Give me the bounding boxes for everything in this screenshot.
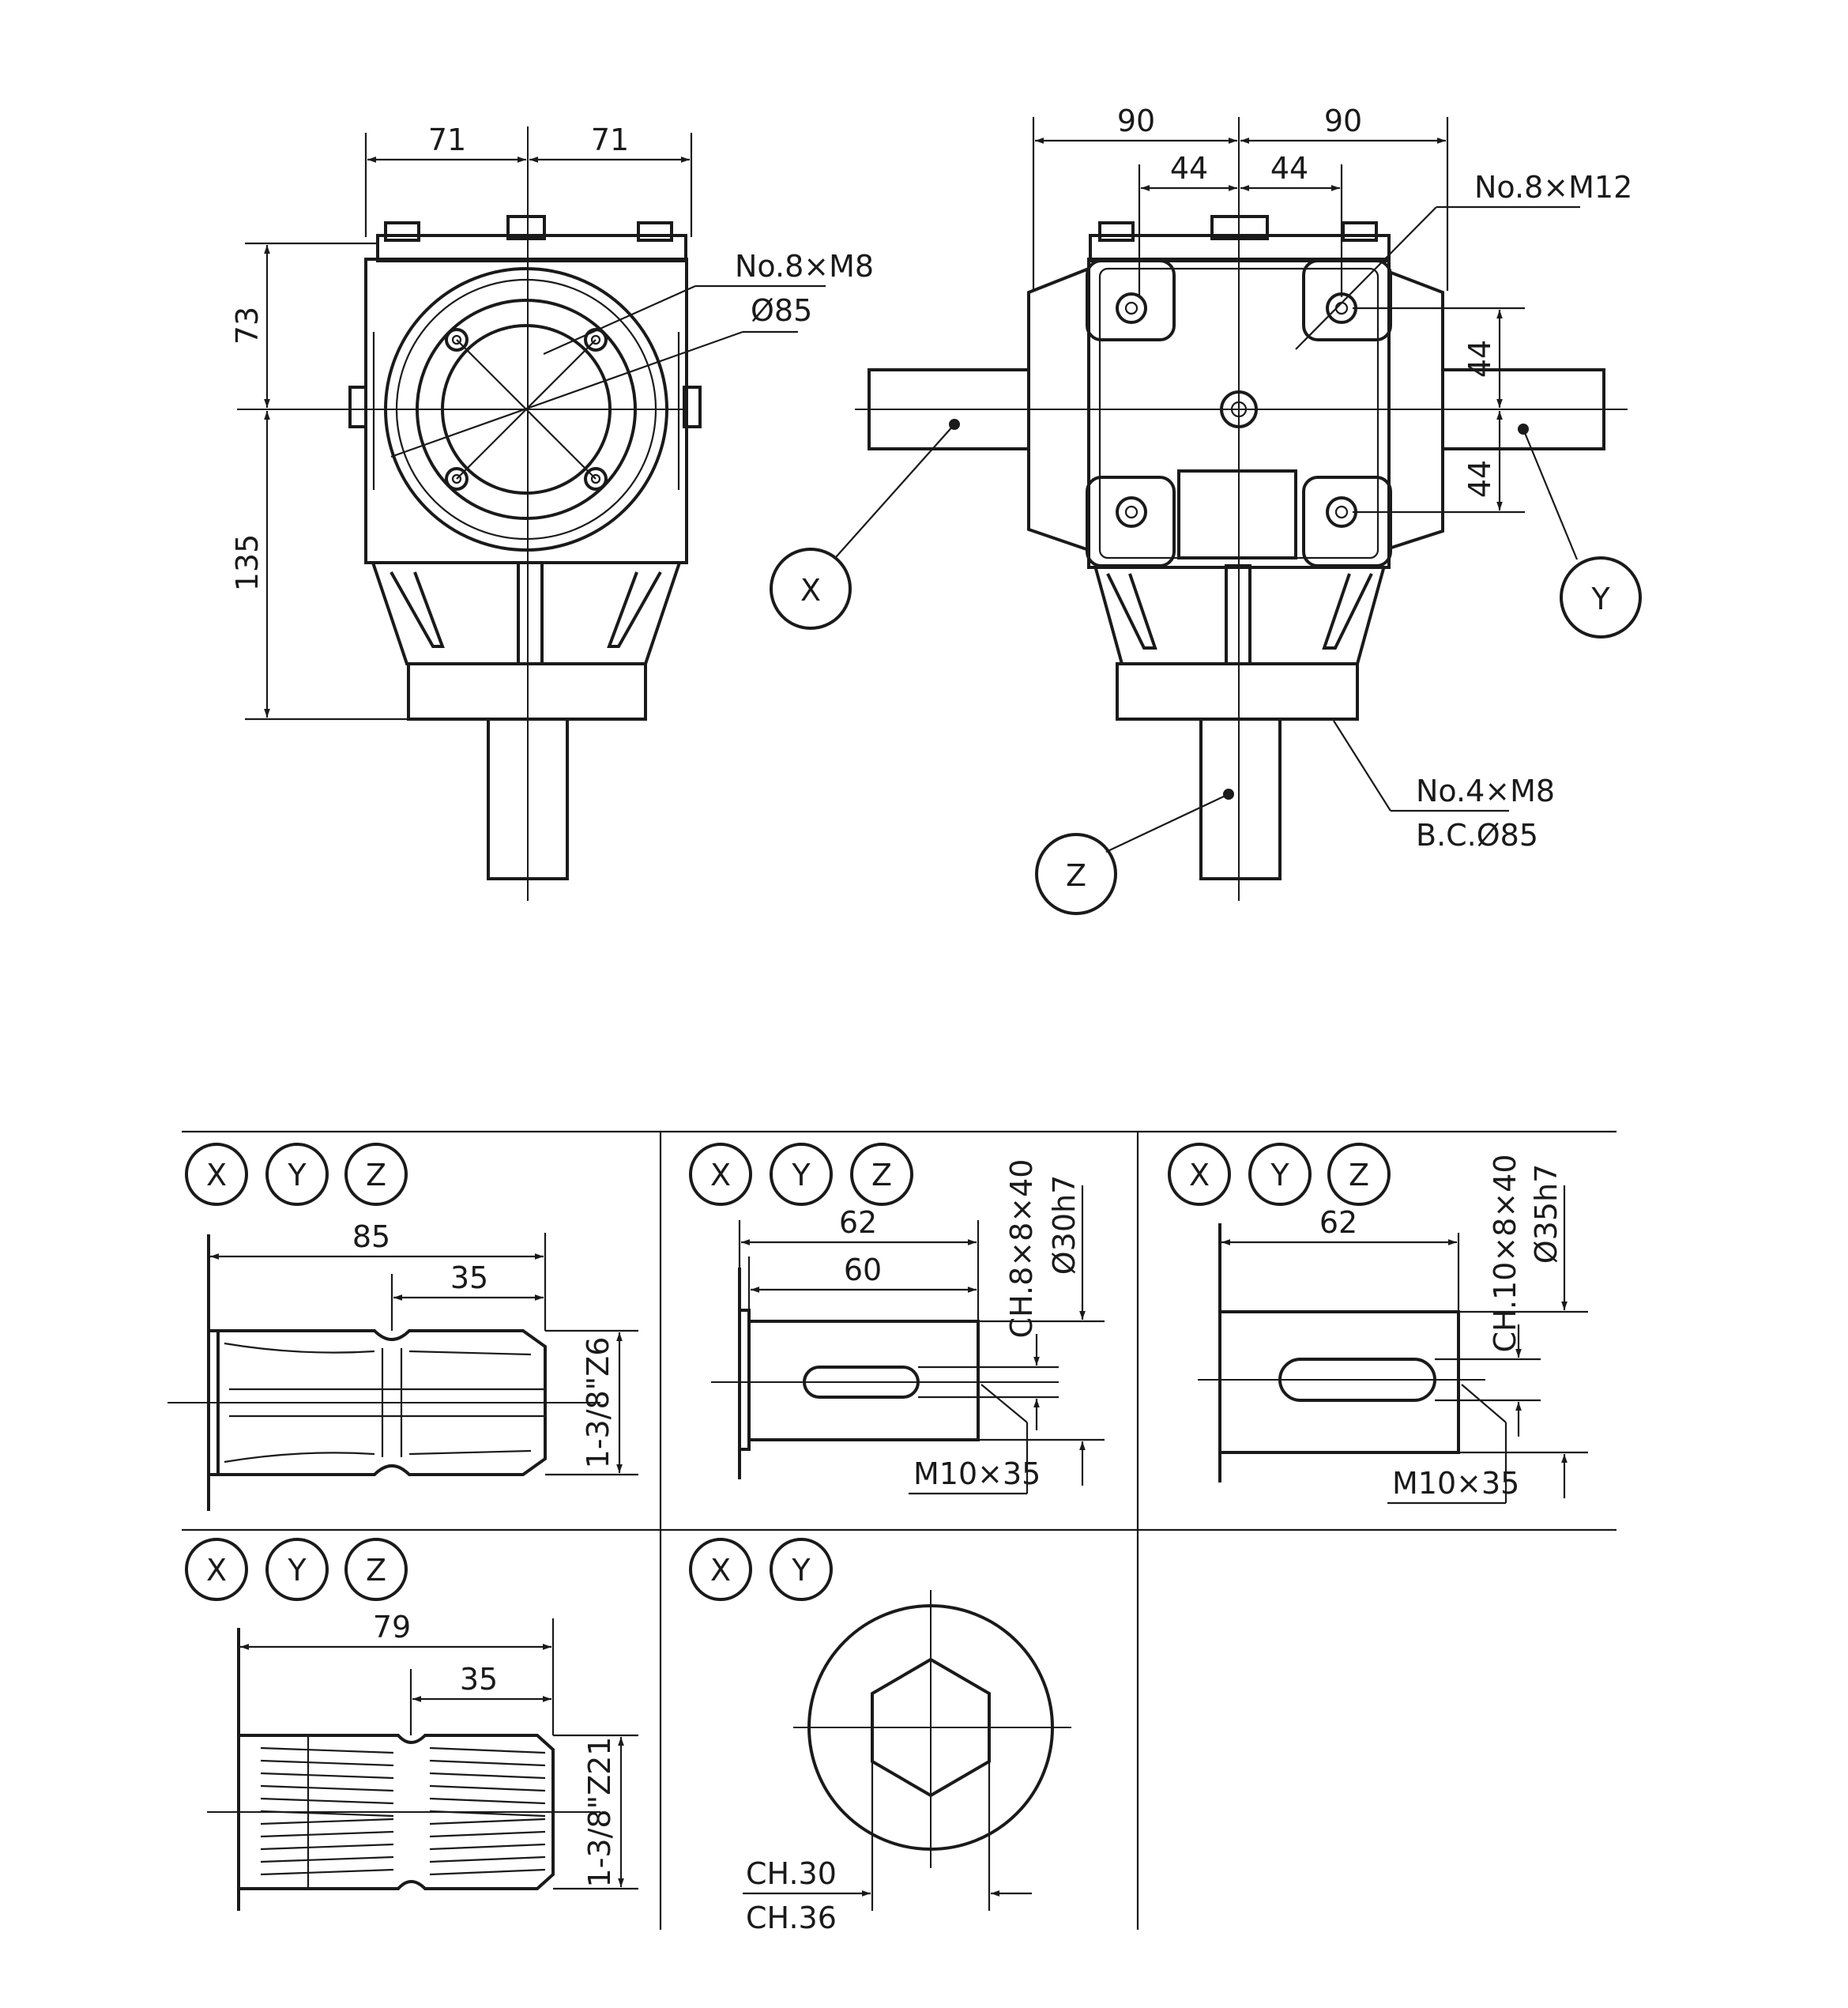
option-1-dim-partial: 35 (450, 1260, 488, 1295)
option-4-label-2: Y (287, 1553, 307, 1588)
option-1-labels: X Y Z (185, 1143, 408, 1206)
side-dim-left-inner: 44 (1170, 151, 1208, 186)
side-callout-side-holes: No.8×M12 (1474, 170, 1632, 205)
option-2-label-3: Z (871, 1158, 892, 1192)
option-3-key: CH.10×8×40 (1488, 1154, 1522, 1352)
shaft-option-spline-z21: X Y Z 79 35 1-3/8"Z21 (185, 1538, 638, 1911)
option-1-label-1: X (206, 1158, 227, 1192)
option-4-label-1: X (206, 1553, 227, 1588)
shaft-z-label: Z (1066, 858, 1086, 893)
option-4-dim-total: 79 (373, 1610, 411, 1644)
option-5-hex-size-2: CH.36 (746, 1901, 837, 1935)
shaft-x-label: X (800, 573, 821, 608)
option-4-label-3: Z (366, 1553, 386, 1588)
options-grid (182, 1130, 1617, 1930)
side-dim-upper-vertical: 44 (1462, 340, 1497, 378)
option-1-dim-total: 85 (352, 1219, 390, 1254)
shaft-x-marker (770, 548, 852, 630)
shaft-option-hex: X Y CH.30 CH.36 (689, 1538, 1071, 1935)
option-1-label-3: Z (366, 1158, 386, 1192)
option-2-diameter: Ø30h7 (1047, 1175, 1082, 1275)
front-dim-upper-height: 73 (230, 307, 265, 345)
option-5-labels: X Y (689, 1538, 833, 1601)
option-2-thread: M10×35 (913, 1456, 1041, 1491)
side-view: 90 90 44 44 44 44 No.8×M12 No.4×M8 B.C.Ø… (770, 104, 1642, 915)
side-dim-lower-vertical: 44 (1462, 460, 1497, 498)
side-dim-left-outer: 90 (1117, 104, 1155, 138)
front-dim-left-half: 71 (428, 122, 466, 157)
front-callout-flange-diameter: Ø85 (751, 293, 812, 328)
front-callout-flange-holes: No.8×M8 (735, 249, 874, 284)
shaft-option-spline-z6: X Y Z 85 35 1-3/8"Z6 (167, 1143, 638, 1511)
side-callout-bolt-circle: B.C.Ø85 (1416, 818, 1538, 853)
option-4-labels: X Y Z (185, 1538, 408, 1601)
option-5-label-2: Y (791, 1553, 811, 1588)
option-2-dim-partial: 60 (844, 1253, 882, 1287)
shaft-y-label: Y (1590, 582, 1610, 616)
option-1-spline: 1-3/8"Z6 (581, 1337, 615, 1469)
option-5-label-1: X (710, 1553, 731, 1588)
shaft-z-marker (1035, 833, 1117, 915)
front-view: 71 71 73 135 No.8×M8 Ø85 (230, 122, 874, 901)
side-callout-bottom-holes: No.4×M8 (1416, 774, 1555, 808)
side-dim-right-inner: 44 (1270, 151, 1308, 186)
option-4-spline: 1-3/8"Z21 (582, 1737, 617, 1888)
option-3-diameter: Ø35h7 (1529, 1164, 1564, 1264)
option-2-label-2: Y (791, 1158, 811, 1192)
option-2-dim-total: 62 (839, 1205, 877, 1240)
shaft-option-keyed-30: X Y Z 62 60 CH.8×8×40 Ø30h7 M10×35 (689, 1143, 1105, 1495)
option-3-label-1: X (1189, 1158, 1210, 1192)
side-dim-right-outer: 90 (1324, 104, 1362, 138)
option-3-label-3: Z (1349, 1158, 1369, 1192)
option-4-dim-partial: 35 (460, 1662, 498, 1697)
option-2-key: CH.8×8×40 (1004, 1159, 1039, 1339)
shaft-y-marker (1560, 556, 1642, 639)
option-3-label-2: Y (1270, 1158, 1289, 1192)
front-dim-right-half: 71 (591, 122, 629, 157)
shaft-option-keyed-35: X Y Z 62 CH.10×8×40 Ø35h7 M10×35 (1168, 1143, 1588, 1505)
option-3-dim-total: 62 (1319, 1205, 1357, 1240)
option-3-thread: M10×35 (1392, 1466, 1519, 1501)
option-2-labels: X Y Z (689, 1143, 913, 1206)
option-2-label-1: X (710, 1158, 731, 1192)
option-1-label-2: Y (287, 1158, 307, 1192)
option-5-hex-size-1: CH.30 (746, 1856, 837, 1891)
option-3-labels: X Y Z (1168, 1143, 1391, 1206)
front-dim-lower-height: 135 (230, 534, 265, 592)
